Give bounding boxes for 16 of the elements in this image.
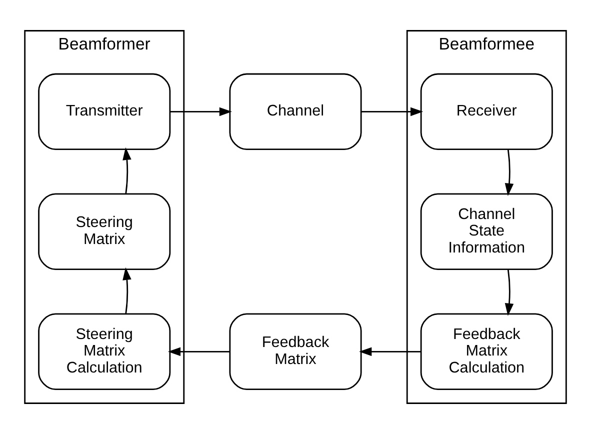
arrow: [122, 147, 132, 194]
arrow: [504, 269, 514, 316]
node-box: Channel State Information: [420, 193, 553, 270]
arrow: [170, 107, 232, 116]
arrow: [504, 149, 514, 196]
node-box: Channel: [229, 73, 362, 150]
node-box: Receiver: [420, 73, 553, 150]
node-box: Feedback Matrix Calculation: [420, 313, 553, 390]
node-box: Steering Matrix: [38, 193, 171, 270]
node-box: Steering Matrix Calculation: [38, 313, 171, 390]
arrow: [361, 107, 424, 116]
node-box: Feedback Matrix: [229, 313, 362, 390]
arrow: [168, 347, 230, 356]
node-box: Transmitter: [38, 73, 171, 150]
arrow: [122, 267, 132, 314]
arrow: [359, 347, 421, 356]
